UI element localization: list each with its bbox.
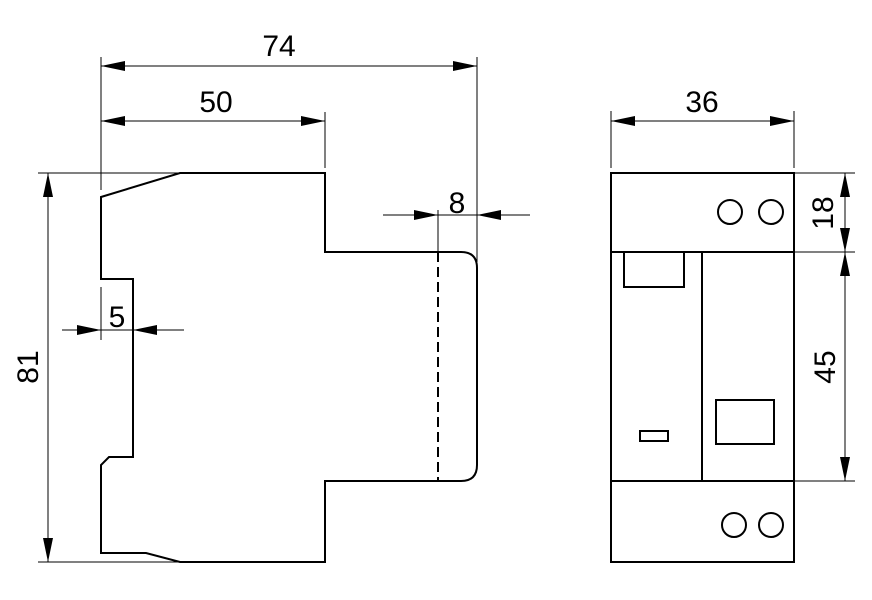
front-view xyxy=(610,172,795,563)
dimension-81: 81 xyxy=(12,172,178,563)
dimension-8-label: 8 xyxy=(449,187,466,220)
side-view-outline xyxy=(100,172,478,563)
terminal-screw-top-right xyxy=(758,199,784,225)
dimension-18-label: 18 xyxy=(807,196,840,229)
front-small-slot xyxy=(639,430,669,442)
terminal-screw-bottom-left xyxy=(721,512,747,538)
dimension-5-label: 5 xyxy=(109,301,126,334)
dimension-36-label: 36 xyxy=(685,86,718,119)
front-view-outline xyxy=(610,172,795,563)
dimension-74-label: 74 xyxy=(262,30,295,63)
dimension-18: 18 xyxy=(794,172,855,253)
side-view xyxy=(100,172,478,563)
dimension-50-label: 50 xyxy=(199,86,232,119)
dimension-5: 5 xyxy=(62,287,184,340)
dimension-45-label: 45 xyxy=(809,350,842,383)
dimension-45: 45 xyxy=(794,252,855,482)
dimension-8: 8 xyxy=(383,187,530,252)
dimension-74: 74 xyxy=(100,30,478,262)
terminal-screw-bottom-right xyxy=(758,512,784,538)
front-top-window xyxy=(623,251,685,288)
dimension-50: 50 xyxy=(101,86,326,168)
dimension-36: 36 xyxy=(610,86,795,168)
dimension-81-label: 81 xyxy=(12,350,45,383)
front-toggle-window xyxy=(715,399,775,445)
terminal-screw-top-left xyxy=(717,199,743,225)
